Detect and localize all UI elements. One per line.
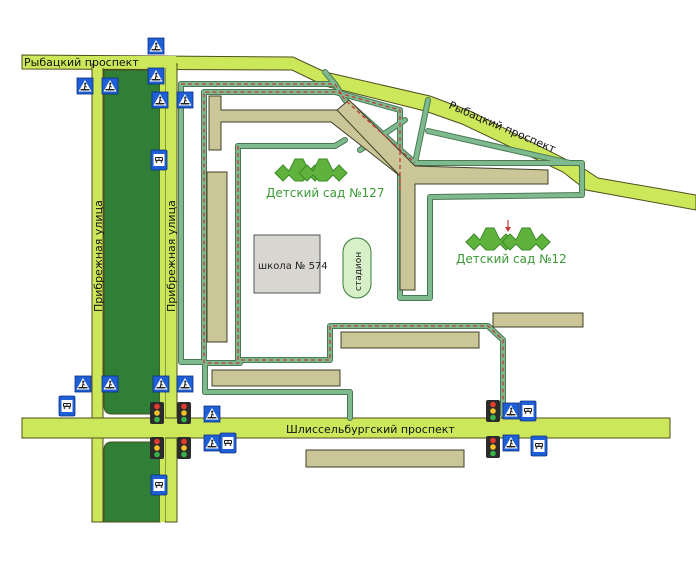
park-strip-north: [103, 69, 161, 415]
crosswalk-sign-icon: [147, 67, 165, 85]
pribrezhnaya-label-right: Прибрежная улица: [165, 200, 178, 312]
bus-stop-icon: [519, 400, 537, 422]
crosswalk-sign-icon: [502, 402, 520, 420]
crosswalk-sign-icon: [101, 77, 119, 95]
pribrezhnaya-label-left: Прибрежная улица: [92, 200, 105, 312]
rybatsky-prospect-road: [21, 54, 696, 211]
kindergarten-127-building-b: [298, 158, 348, 182]
crosswalk-sign-icon: [203, 405, 221, 423]
crosswalk-sign-icon: [151, 91, 169, 109]
crosswalk-sign-icon: [74, 375, 92, 393]
crosswalk-sign-icon: [203, 434, 221, 452]
traffic-light-icon: [150, 402, 164, 424]
shlisselburgsky-prospect-label: Шлиссельбургский проспект: [286, 423, 455, 436]
bus-stop-icon: [530, 435, 548, 457]
crosswalk-sign-icon: [101, 375, 119, 393]
crosswalk-sign-icon: [76, 77, 94, 95]
kindergarten-12-building-b: [501, 227, 551, 251]
building-south-west: [211, 369, 341, 387]
stadium-label: стадион: [354, 252, 364, 291]
school-label: школа № 574: [258, 261, 328, 272]
bus-stop-icon: [219, 432, 237, 454]
traffic-light-icon: [177, 437, 191, 459]
crosswalk-sign-icon: [147, 37, 165, 55]
crosswalk-sign-icon: [176, 91, 194, 109]
stadium: [342, 237, 372, 299]
traffic-light-icon: [486, 436, 500, 458]
school-building: [253, 234, 321, 294]
rybatsky-prospect-label-west: Рыбацкий проспект: [24, 56, 139, 69]
building-south-road: [305, 449, 465, 468]
building-center-south: [340, 331, 480, 349]
kindergarten-12-label: Детский сад №12: [456, 252, 567, 266]
crosswalk-sign-icon: [502, 434, 520, 452]
building-west: [206, 171, 228, 343]
kindergarten-127-label: Детский сад №127: [266, 186, 384, 200]
crosswalk-sign-icon: [176, 375, 194, 393]
park-strips: [103, 64, 165, 523]
crosswalk-sign-icon: [152, 375, 170, 393]
safe-route: [181, 83, 504, 415]
bus-stop-icon: [150, 149, 168, 171]
traffic-light-icon: [150, 437, 164, 459]
bus-stop-icon: [150, 474, 168, 496]
traffic-light-icon: [177, 402, 191, 424]
entrance-arrow-icon: [505, 220, 511, 232]
traffic-light-icon: [486, 400, 500, 422]
bus-stop-icon: [58, 395, 76, 417]
building-east: [492, 312, 584, 328]
building-long-diagonal: [336, 99, 549, 291]
